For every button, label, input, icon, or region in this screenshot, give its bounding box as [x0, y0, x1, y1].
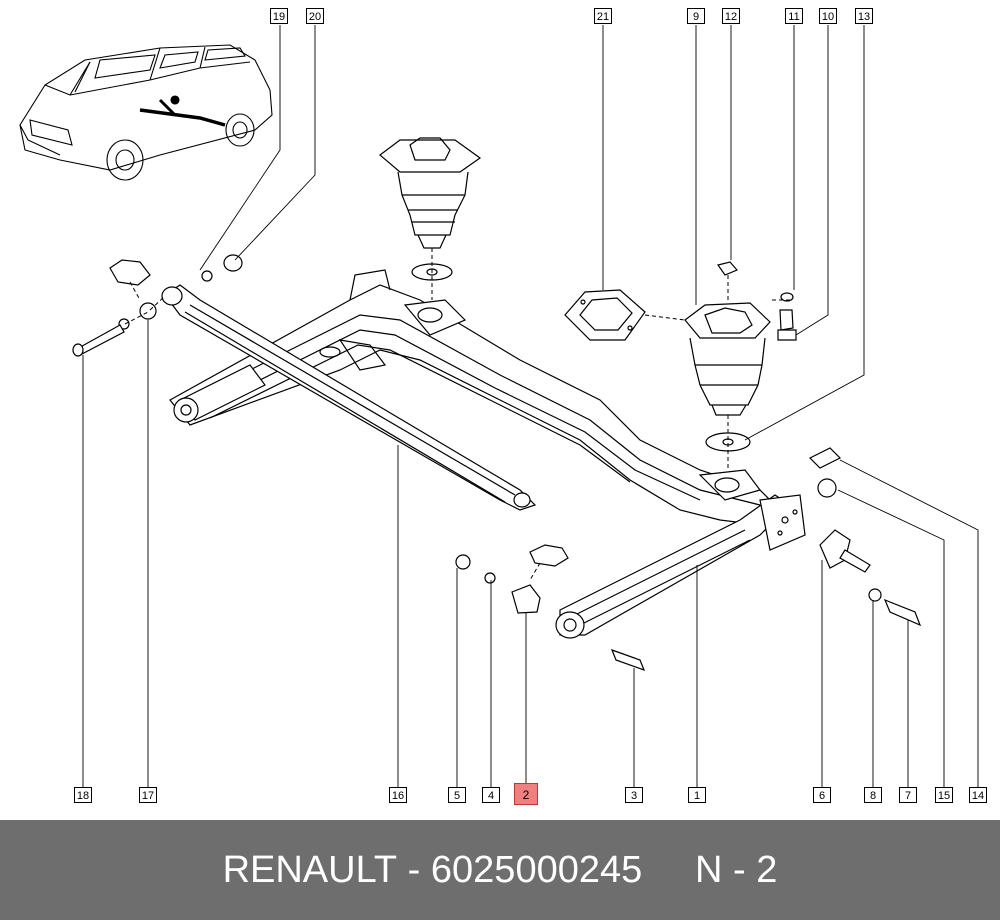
callout-12[interactable]: 12 [722, 8, 740, 24]
right-trailing-arm [555, 494, 806, 639]
callout-16[interactable]: 16 [389, 787, 407, 803]
part-info-footer: RENAULT - 6025000245 N - 2 [0, 820, 1000, 920]
callout-9[interactable]: 9 [687, 8, 705, 24]
explode-lines [124, 248, 790, 581]
callout-21[interactable]: 21 [594, 8, 612, 24]
position-label: N - 2 [695, 848, 778, 891]
callout-2-highlighted[interactable]: 2 [514, 783, 538, 805]
leader-lines [82, 25, 979, 787]
left-spring-assembly [379, 137, 482, 281]
rear-axle-beam [169, 269, 781, 526]
mount-gasket [564, 289, 646, 341]
brand-separator: - [397, 848, 431, 891]
right-spring-assembly [684, 302, 771, 452]
footer-gap [642, 849, 695, 892]
left-trailing-arm [161, 284, 537, 511]
callout-19[interactable]: 19 [270, 8, 288, 24]
callout-3[interactable]: 3 [625, 787, 643, 803]
callout-18[interactable]: 18 [74, 787, 92, 803]
callout-13[interactable]: 13 [855, 8, 873, 24]
callout-5[interactable]: 5 [448, 787, 466, 803]
callout-6[interactable]: 6 [813, 787, 831, 803]
callout-15[interactable]: 15 [935, 787, 953, 803]
callout-11[interactable]: 11 [785, 8, 803, 24]
part-number: 6025000245 [430, 848, 643, 891]
callout-17[interactable]: 17 [139, 787, 157, 803]
callout-1[interactable]: 1 [688, 787, 706, 803]
small-fasteners [72, 254, 922, 672]
callout-14[interactable]: 14 [969, 787, 987, 803]
callout-7[interactable]: 7 [899, 787, 917, 803]
callout-8[interactable]: 8 [864, 787, 882, 803]
callout-10[interactable]: 10 [819, 8, 837, 24]
callout-20[interactable]: 20 [306, 8, 324, 24]
brand-name: RENAULT [222, 848, 398, 891]
vehicle-thumbnail [19, 44, 273, 181]
callout-4[interactable]: 4 [482, 787, 500, 803]
rear-axle-exploded-diagram [19, 25, 979, 787]
